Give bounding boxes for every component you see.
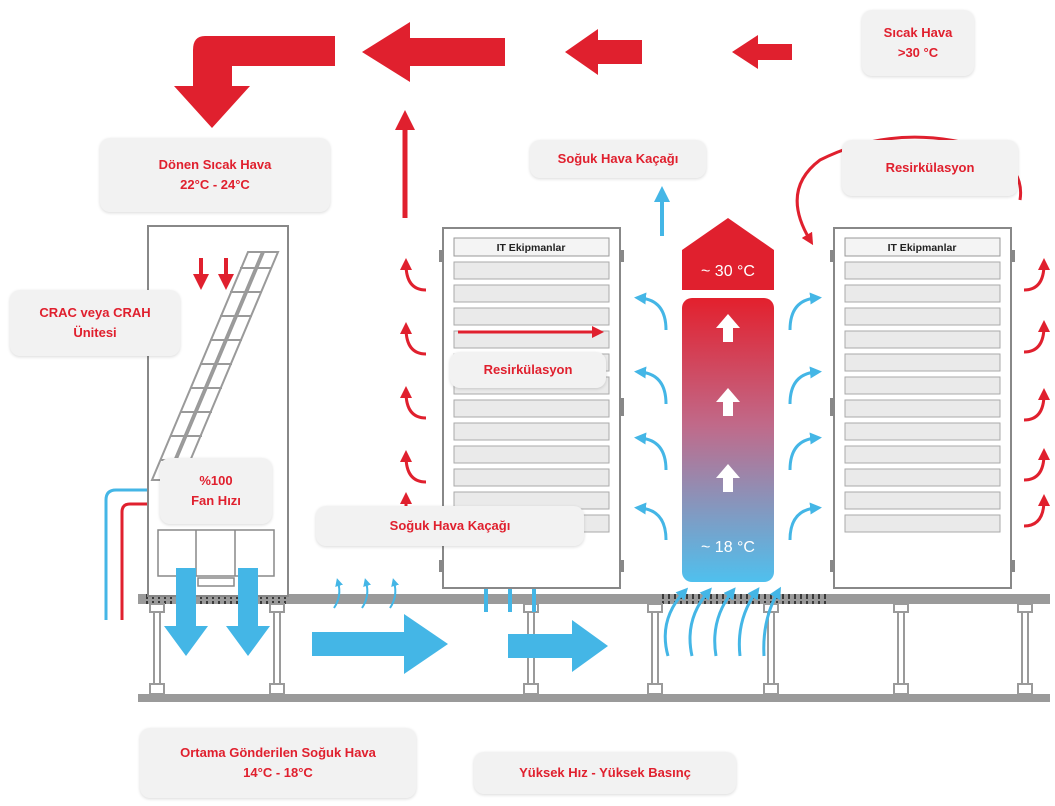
crac-unit-label: CRAC veya CRAH Ünitesi — [10, 290, 180, 356]
high-speed-pressure-label: Yüksek Hız - Yüksek Basınç — [474, 752, 736, 794]
hot-return-arrow-3 — [732, 35, 792, 69]
right-rack-title: IT Ekipmanlar — [888, 242, 957, 254]
hot-air-label: Sıcak Hava >30 °C — [862, 10, 974, 76]
aisle-bottom-temp: ~ 18 °C — [701, 539, 755, 556]
hot-return-arrow-2 — [565, 29, 642, 75]
return-hot-air-label: Dönen Sıcak Hava 22°C - 24°C — [100, 138, 330, 212]
supply-cold-air-label: Ortama Gönderilen Soğuk Hava 14°C - 18°C — [140, 728, 416, 798]
crac-supply-arrow-1 — [164, 568, 208, 656]
crac-unit — [147, 225, 289, 656]
cold-leak-bottom-label: Soğuk Hava Kaçağı — [316, 506, 584, 546]
aisle-gradient-column — [682, 298, 774, 582]
plenum-arrow-1 — [312, 614, 448, 674]
perforated-tile-flow — [663, 586, 781, 657]
hot-return-elbow-arrow — [174, 36, 335, 128]
floor-grate-2 — [658, 594, 830, 604]
floor-pedestals — [149, 603, 1033, 695]
left-rack-title: IT Ekipmanlar — [497, 242, 566, 254]
right-rack-slots — [844, 261, 1001, 533]
raised-floor — [138, 594, 1050, 702]
recirculation-top-label: Resirkülasyon — [842, 140, 1018, 196]
cold-aisle-left-curls — [634, 292, 668, 541]
cold-leak-top-label: Soğuk Hava Kaçağı — [530, 140, 706, 178]
recirculation-mid-label: Resirkülasyon — [450, 352, 606, 388]
fan-speed-label: %100 Fan Hızı — [160, 458, 272, 524]
crac-pipes — [104, 488, 148, 620]
cold-aisle-right-curls — [788, 292, 822, 541]
floor-grate-1 — [146, 594, 286, 604]
crac-supply-arrow-2 — [226, 568, 270, 656]
plenum-flow — [312, 562, 781, 674]
plenum-leak-curls — [333, 578, 399, 609]
subfloor-slab — [138, 694, 1050, 702]
aisle-top-hood — [682, 218, 774, 290]
aisle-up-arrows — [716, 314, 740, 492]
floor-deck — [138, 594, 1050, 604]
aisle-top-temp: ~ 30 °C — [701, 263, 755, 280]
cold-aisle: ~ 30 °C ~ 18 °C — [634, 186, 822, 582]
right-rack: IT Ekipmanlar — [830, 227, 1015, 589]
hot-return-flow — [174, 22, 792, 218]
plenum-arrow-2 — [508, 620, 608, 672]
hot-return-arrow-1 — [362, 22, 505, 82]
hot-exhaust-left — [400, 258, 427, 520]
hot-exhaust-right — [1023, 258, 1050, 528]
